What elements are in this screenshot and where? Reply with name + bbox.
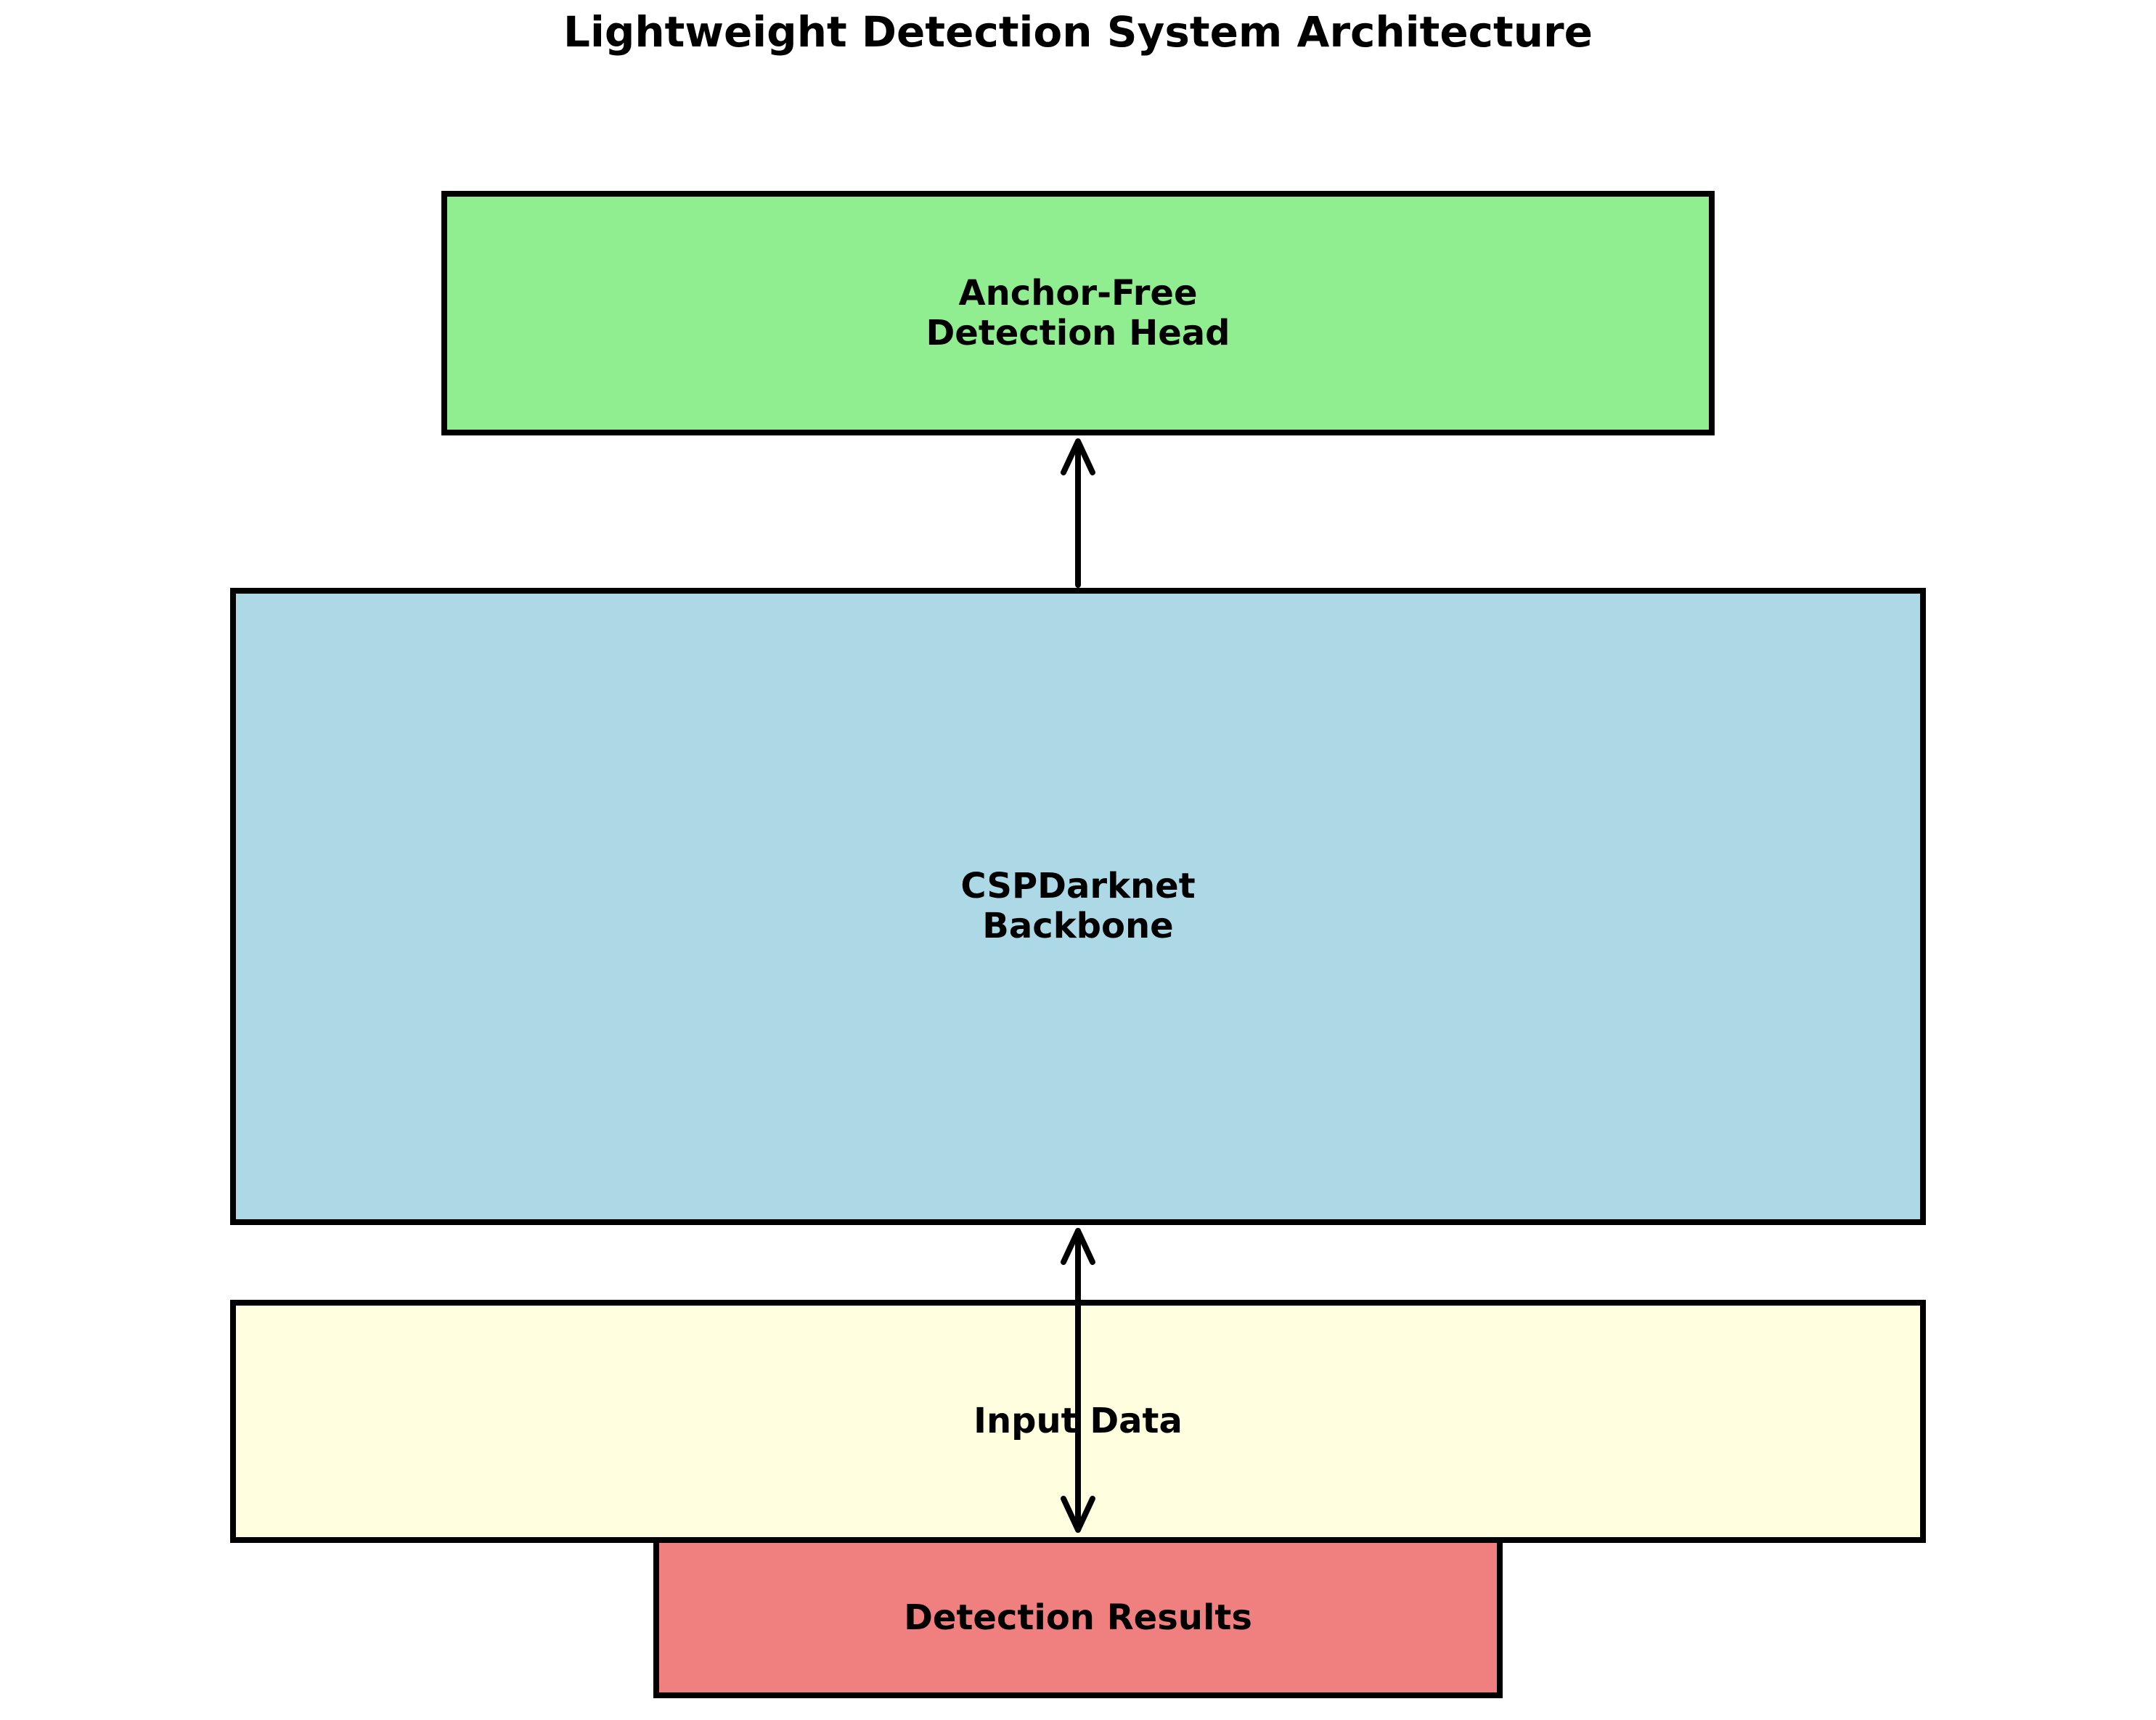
detection-head-label-line2: Detection Head (926, 312, 1230, 353)
arrow-backbone-results-up-head (1061, 1228, 1095, 1265)
arrow-backbone-to-head-head (1061, 438, 1095, 475)
detection-results-box: Detection Results (653, 1537, 1503, 1698)
detection-results-label: Detection Results (904, 1597, 1252, 1638)
input-data-label: Input Data (973, 1401, 1183, 1441)
backbone-label-line2: Backbone (982, 906, 1174, 946)
detection-head-label-line1: Anchor-Free (958, 272, 1198, 314)
backbone-label: CSPDarknet Backbone (960, 867, 1195, 946)
backbone-box: CSPDarknet Backbone (230, 588, 1926, 1225)
backbone-label-line1: CSPDarknet (960, 866, 1196, 906)
detection-head-label: Anchor-Free Detection Head (926, 272, 1230, 353)
diagram-title: Lightweight Detection System Architectur… (563, 7, 1593, 57)
input-data-box: Input Data (230, 1300, 1926, 1543)
detection-head-box: Anchor-Free Detection Head (441, 191, 1715, 435)
arrow-backbone-to-head-icon (1061, 438, 1095, 588)
